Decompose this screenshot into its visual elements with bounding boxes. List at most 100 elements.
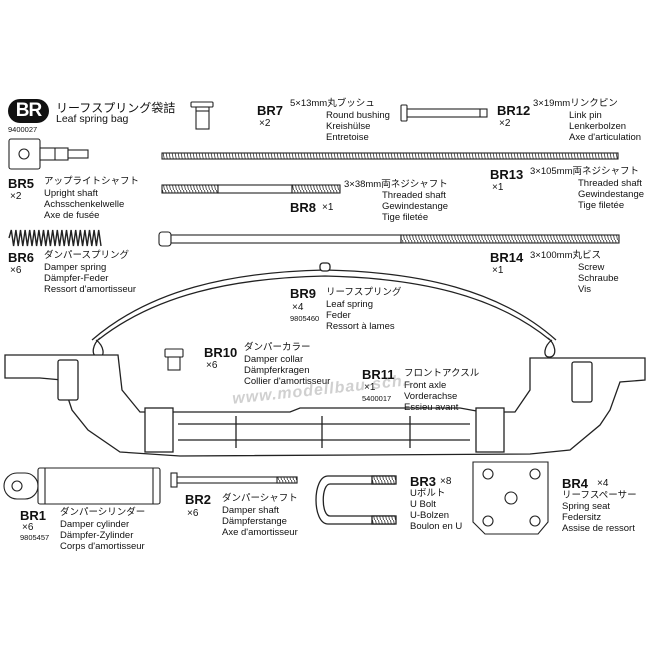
br14-de: Schraube [578,273,619,284]
br4-id: BR4 [562,476,589,491]
br4-spring-seat-drawing [472,461,549,535]
br5-upright-shaft-drawing [8,138,89,170]
br14-screw-drawing [158,231,620,247]
br2-id: BR2 [185,492,212,507]
br9-de: Feder [326,310,351,321]
br4-qty: ×4 [597,478,609,489]
br7-fr: Entretoise [326,132,369,143]
br12-link-pin-drawing [400,104,488,122]
br2-qty: ×6 [187,508,199,519]
br4-de: Federsitz [562,512,602,523]
br5-fr: Axe de fusée [44,210,100,221]
br7-en: Round bushing [326,110,390,121]
br4-fr: Assise de ressort [562,523,635,534]
br1-damper-cylinder-drawing [3,467,161,505]
br1-de: Dämpfer-Zylinder [60,530,134,541]
br2-fr: Axe d'amortisseur [222,527,298,538]
bag-title-en: Leaf spring bag [56,113,129,125]
br9-qty: ×4 [292,302,304,313]
br7-de: Kreishülse [326,121,371,132]
br8-en: Threaded shaft [382,190,446,201]
br9-leaf-spring-drawing [91,262,557,358]
br1-jp: ダンパーシリンダー [60,507,146,518]
br6-jp: ダンパースプリング [44,250,130,261]
br6-qty: ×6 [10,265,22,276]
br12-en: Link pin [569,110,602,121]
br11-fr: Essieu avant [404,402,459,413]
br8-threaded-shaft-drawing [161,184,341,194]
br12-id: BR12 [497,103,531,118]
br9-fr: Ressort à lames [326,321,395,332]
br13-jp: 3×105mm両ネジシャフト [530,166,640,177]
br3-id: BR3 [410,474,437,489]
br10-damper-collar-drawing [164,348,184,371]
br13-en: Threaded shaft [578,178,642,189]
br1-qty: ×6 [22,522,34,533]
br7-bushing-drawing [190,101,214,130]
br8-de: Gewindestange [382,201,449,212]
br7-qty: ×2 [259,118,271,129]
br5-de: Achsschenkelwelle [44,199,125,210]
br4-jp: リーフスペーサー [562,490,637,501]
br1-code: 9805457 [20,533,50,542]
br2-damper-shaft-drawing [170,472,298,488]
br12-fr: Axe d'articulation [569,132,642,143]
br6-damper-spring-drawing [8,229,102,247]
br2-de: Dämpferstange [222,516,287,527]
br14-jp: 3×100mm丸ビス [530,250,602,261]
br3-de: U-Bolzen [410,510,450,521]
br11-id: BR11 [362,367,395,382]
br8-id: BR8 [290,200,317,215]
br10-id: BR10 [204,345,238,360]
br5-id: BR5 [8,176,35,191]
br7-jp: 5×13mm丸ブッシュ [290,98,375,109]
br12-de: Lenkerbolzen [569,121,627,132]
br6-de: Dämpfer-Feder [44,273,109,284]
br8-qty: ×1 [322,202,334,213]
br8-jp: 3×38mm両ネジシャフト [344,179,448,190]
br9-code: 9805460 [290,314,320,323]
br1-fr: Corps d'amortisseur [60,541,145,552]
br7-id: BR7 [257,103,284,118]
br12-qty: ×2 [499,118,511,129]
br10-qty: ×6 [206,360,218,371]
br13-threaded-shaft-drawing [161,152,619,160]
br14-fr: Vis [578,284,592,295]
br10-fr: Collier d'amortisseur [244,376,331,387]
br10-en: Damper collar [244,354,304,365]
br8-fr: Tige filetée [382,212,429,223]
br14-en: Screw [578,262,605,273]
br9-en: Leaf spring [326,299,374,310]
br11-jp: フロントアクスル [404,368,480,379]
br13-de: Gewindestange [578,189,645,200]
br5-qty: ×2 [10,191,22,202]
br6-en: Damper spring [44,262,107,273]
br11-code: 5400017 [362,394,392,403]
bag-code: 9400027 [8,125,38,134]
br3-qty: ×8 [440,476,452,487]
br11-front-axle-drawing [4,354,646,457]
br9-id: BR9 [290,286,317,301]
br5-jp: アップライトシャフト [44,176,140,187]
br11-qty: ×1 [364,382,376,393]
br10-jp: ダンパーカラー [244,342,311,353]
br11-en: Front axle [404,380,447,391]
bag-badge: BR [8,99,49,123]
br6-id: BR6 [8,250,35,265]
br10-de: Dämpferkragen [244,365,310,376]
br9-jp: リーフスプリング [326,287,402,298]
br1-en: Damper cylinder [60,519,130,530]
br12-jp: 3×19mmリンクピン [533,98,618,109]
br14-qty: ×1 [492,265,504,276]
br13-fr: Tige filetée [578,200,625,211]
br2-jp: ダンパーシャフト [222,493,298,504]
br13-id: BR13 [490,167,524,182]
br6-fr: Ressort d'amortisseur [44,284,137,295]
br3-u-bolt-drawing [315,475,397,525]
br14-id: BR14 [490,250,524,265]
br3-jp: Uボルト [410,488,446,499]
br4-en: Spring seat [562,501,611,512]
br3-fr: Boulon en U [410,521,463,532]
